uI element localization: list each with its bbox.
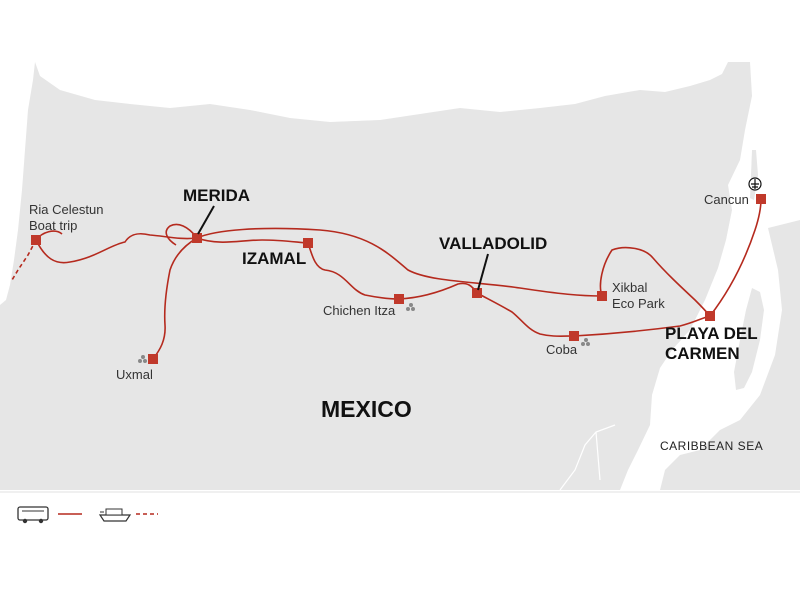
marker-playa-del-carmen bbox=[705, 311, 715, 321]
marker-uxmal bbox=[148, 354, 158, 364]
route-lines bbox=[35, 198, 762, 360]
marker-ria-celestun bbox=[31, 235, 41, 245]
label-uxmal: Uxmal bbox=[116, 367, 153, 382]
label-chichen-itza: Chichen Itza bbox=[323, 303, 396, 318]
yucatan-landmass bbox=[0, 62, 752, 490]
bus-icon bbox=[17, 506, 49, 524]
label-cancun: Cancun bbox=[704, 192, 749, 207]
label-playa-line2: CARMEN bbox=[665, 344, 740, 363]
east-land bbox=[660, 220, 800, 490]
label-izamal: IZAMAL bbox=[242, 249, 307, 268]
label-pointers bbox=[197, 205, 489, 291]
marker-xikbal bbox=[597, 291, 607, 301]
west-coast bbox=[0, 62, 35, 305]
marker-coba bbox=[569, 331, 579, 341]
boat-icon bbox=[98, 508, 132, 522]
cozumel-island bbox=[734, 288, 764, 390]
border-line bbox=[559, 424, 616, 491]
label-valladolid: VALLADOLID bbox=[439, 234, 548, 253]
label-xikbal-line2: Eco Park bbox=[612, 296, 665, 311]
marker-valladolid bbox=[472, 288, 482, 298]
label-xikbal-line1: Xikbal bbox=[612, 280, 648, 295]
ruins-icon bbox=[138, 355, 147, 363]
marker-izamal bbox=[303, 238, 313, 248]
label-playa-del-carmen: PLAYA DEL CARMEN bbox=[665, 324, 758, 364]
label-country: MEXICO bbox=[321, 396, 412, 422]
marker-cancun bbox=[756, 194, 766, 204]
ruins-icon bbox=[581, 338, 590, 346]
label-ria-celestun-line2: Boat trip bbox=[29, 218, 78, 233]
label-ria-celestun: Ria Celestun Boat trip bbox=[29, 202, 103, 234]
airport-icon bbox=[748, 177, 762, 191]
label-playa-line1: PLAYA DEL bbox=[665, 324, 758, 343]
location-markers bbox=[31, 194, 766, 364]
label-xikbal: Xikbal Eco Park bbox=[612, 280, 665, 312]
label-merida: MERIDA bbox=[183, 186, 251, 205]
ruins-icon bbox=[406, 303, 415, 311]
marker-merida bbox=[192, 233, 202, 243]
label-sea: CARIBBEAN SEA bbox=[660, 439, 764, 453]
label-coba: Coba bbox=[546, 342, 578, 357]
label-ria-celestun-line1: Ria Celestun bbox=[29, 202, 104, 217]
boat-route bbox=[11, 239, 37, 281]
marker-chichen-itza bbox=[394, 294, 404, 304]
